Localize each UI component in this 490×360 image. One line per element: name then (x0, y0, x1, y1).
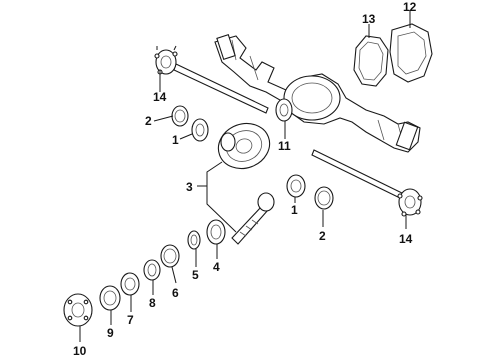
callout-4: 4 (213, 260, 220, 274)
shim-5 (187, 230, 201, 250)
callout-12: 12 (403, 0, 417, 14)
bearing-race-right (314, 186, 334, 210)
callout-14-right: 14 (399, 232, 413, 246)
bearing-8 (143, 259, 161, 281)
callout-13: 13 (362, 12, 376, 26)
callout-14-left: 14 (153, 90, 167, 104)
ring-gear (217, 122, 271, 170)
pinion-bearing-race (275, 98, 293, 122)
callout-7: 7 (127, 313, 134, 327)
callout-3: 3 (186, 180, 193, 194)
collapsible-spacer-6 (160, 244, 180, 268)
callout-8: 8 (149, 296, 156, 310)
leader-lines (79, 10, 411, 342)
axle-housing (214, 33, 421, 153)
callout-2-left: 2 (145, 114, 152, 128)
bearing-7 (120, 272, 140, 296)
callout-1-right: 1 (291, 203, 298, 217)
callout-9: 9 (107, 326, 114, 340)
callout-11: 11 (278, 139, 291, 153)
callout-6: 6 (172, 286, 179, 300)
callout-5: 5 (192, 268, 199, 282)
right-axle-shaft (311, 149, 423, 217)
callout-10: 10 (73, 344, 87, 358)
bearing-right (286, 174, 306, 198)
pinion-bearing-4 (206, 219, 226, 245)
callout-labels: 12 13 14 2 1 11 3 1 2 14 4 5 6 8 7 9 10 (73, 0, 417, 358)
differential-cover-gasket (353, 35, 389, 87)
pinion-flange-10 (63, 293, 93, 327)
bearing-race-left (171, 105, 189, 127)
differential-cover (389, 23, 433, 83)
callout-2-right: 2 (319, 229, 326, 243)
callout-1-left: 1 (172, 133, 179, 147)
pinion-gear (231, 192, 275, 245)
seal-9 (99, 285, 121, 311)
left-axle-shaft (154, 45, 269, 114)
bearing-left (191, 118, 209, 142)
